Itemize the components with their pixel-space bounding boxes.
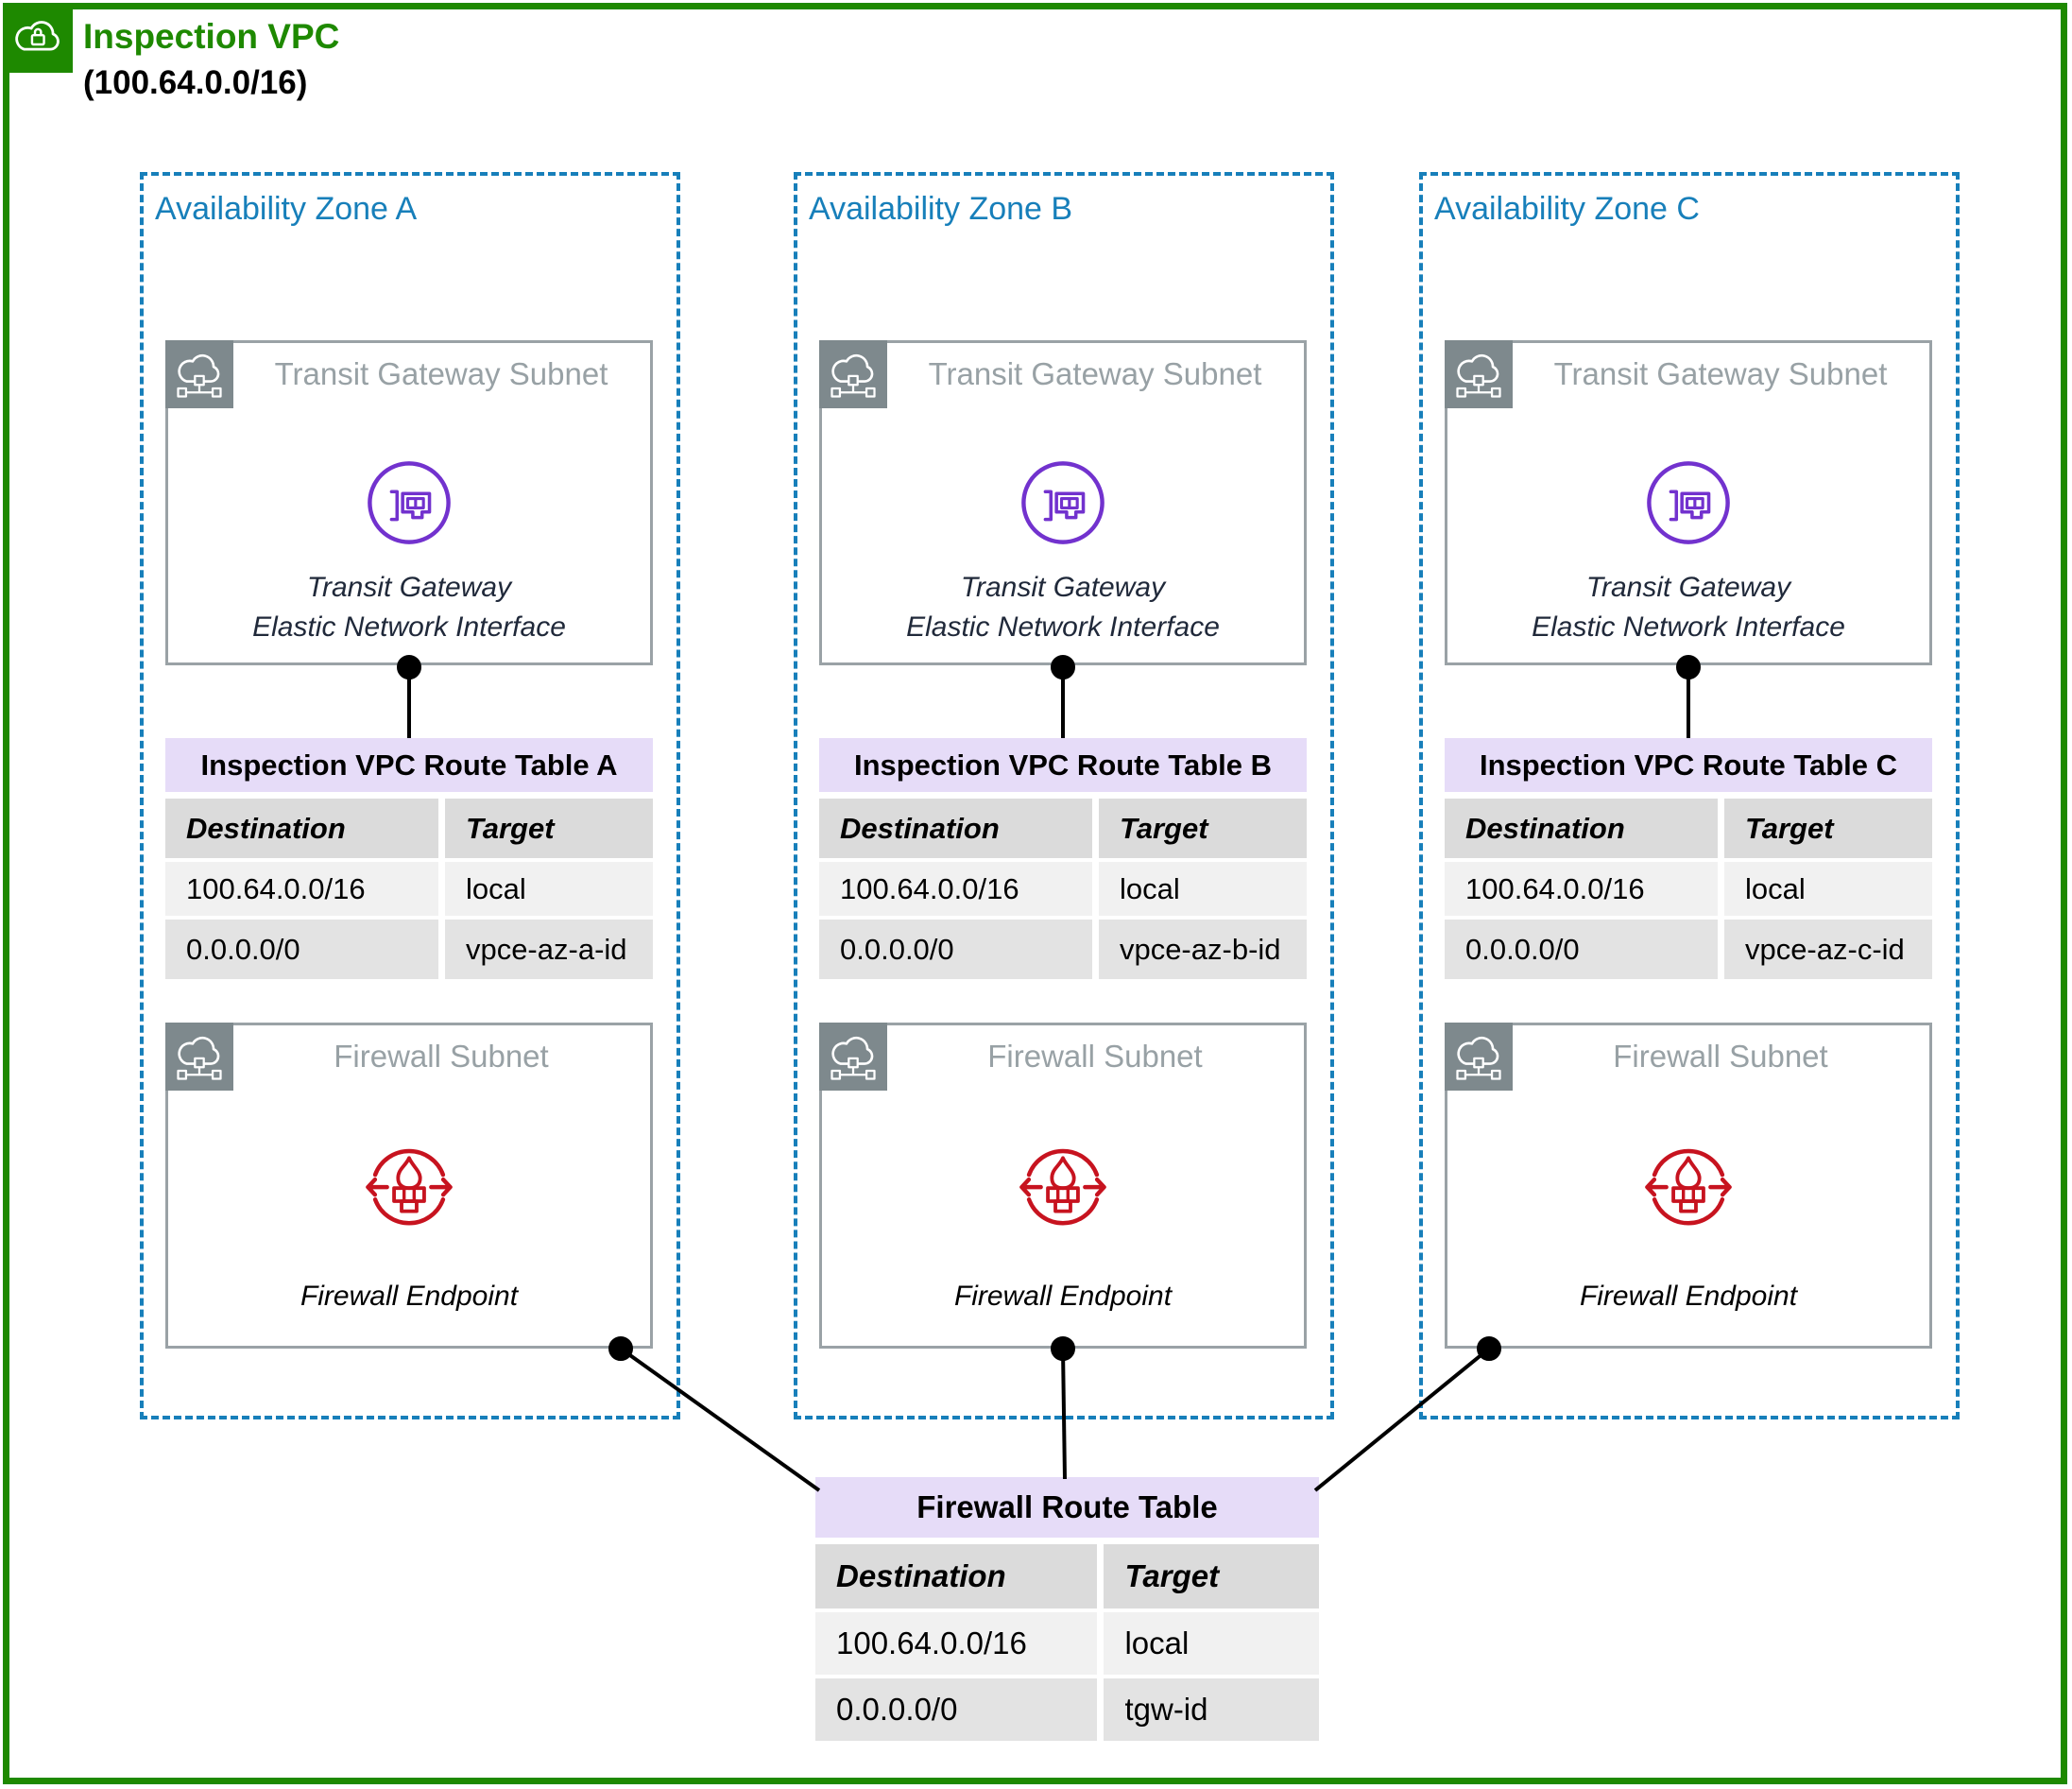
network-firewall-endpoint-icon <box>1640 1137 1737 1233</box>
route-table-title: Inspection VPC Route Table A <box>165 738 653 792</box>
destination-cell: 0.0.0.0/0 <box>815 1678 1098 1741</box>
eni-caption: Transit Gateway Elastic Network Interfac… <box>1532 572 1845 643</box>
column-header: Target <box>1098 799 1307 858</box>
firewall-subnet-box: Firewall Subnet Firewall Endpoint <box>165 1023 653 1349</box>
firewall-subnet-box: Firewall Subnet Firewall Endpoint <box>1445 1023 1932 1349</box>
route-table-title: Inspection VPC Route Table B <box>819 738 1307 792</box>
target-cell: local <box>1104 1612 1319 1675</box>
private-subnet-icon <box>819 340 887 408</box>
availability-zone-a: Availability Zone A Transit Gateway Subn… <box>140 172 680 1419</box>
vpc-boundary <box>3 3 2067 1784</box>
destination-cell: 0.0.0.0/0 <box>1445 920 1718 979</box>
az-label: Availability Zone C <box>1434 191 1700 227</box>
availability-zone-c: Availability Zone C Transit Gateway Subn… <box>1419 172 1960 1419</box>
private-subnet-icon <box>165 1023 233 1091</box>
destination-cell: 0.0.0.0/0 <box>165 920 438 979</box>
column-header: Target <box>1723 799 1932 858</box>
column-header: Destination <box>815 1544 1098 1608</box>
column-header: Target <box>444 799 653 858</box>
table-row: 0.0.0.0/0 tgw-id <box>815 1678 1319 1741</box>
column-header: Destination <box>1445 799 1718 858</box>
subnet-title: Firewall Subnet <box>987 1039 1203 1074</box>
eni-caption: Transit Gateway Elastic Network Interfac… <box>252 572 566 643</box>
transit-gateway-subnet-box: Transit Gateway Subnet Transit Gateway E… <box>819 340 1307 665</box>
elastic-network-interface-icon <box>1019 458 1107 547</box>
route-table-header-row: Destination Target <box>815 1544 1319 1608</box>
az-label: Availability Zone B <box>809 191 1073 227</box>
private-subnet-icon <box>1445 340 1513 408</box>
target-cell: tgw-id <box>1104 1678 1319 1741</box>
destination-cell: 100.64.0.0/16 <box>815 1612 1098 1675</box>
table-row: 0.0.0.0/0 vpce-az-b-id <box>819 920 1307 979</box>
destination-cell: 0.0.0.0/0 <box>819 920 1092 979</box>
table-row: 100.64.0.0/16 local <box>819 862 1307 916</box>
transit-gateway-subnet-box: Transit Gateway Subnet Transit Gateway E… <box>1445 340 1932 665</box>
private-subnet-icon <box>819 1023 887 1091</box>
target-cell: local <box>444 862 653 916</box>
table-row: 100.64.0.0/16 local <box>1445 862 1932 916</box>
target-cell: vpce-az-c-id <box>1723 920 1932 979</box>
column-header: Destination <box>165 799 438 858</box>
eni-caption: Transit Gateway Elastic Network Interfac… <box>906 572 1220 643</box>
target-cell: vpce-az-b-id <box>1098 920 1307 979</box>
availability-zone-b: Availability Zone B Transit Gateway Subn… <box>794 172 1334 1419</box>
vpc-cidr: (100.64.0.0/16) <box>83 64 308 101</box>
table-row: 0.0.0.0/0 vpce-az-a-id <box>165 920 653 979</box>
route-table-header-row: Destination Target <box>165 799 653 858</box>
vpc-title: Inspection VPC <box>83 17 340 56</box>
firewall-endpoint-caption: Firewall Endpoint <box>1579 1281 1798 1312</box>
table-row: 100.64.0.0/16 local <box>815 1612 1319 1675</box>
az-label: Availability Zone A <box>155 191 418 227</box>
network-firewall-endpoint-icon <box>1015 1137 1111 1233</box>
firewall-subnet-box: Firewall Subnet Firewall Endpoint <box>819 1023 1307 1349</box>
column-header: Target <box>1104 1544 1319 1608</box>
target-cell: local <box>1723 862 1932 916</box>
target-cell: local <box>1098 862 1307 916</box>
route-table-header-row: Destination Target <box>1445 799 1932 858</box>
table-row: 0.0.0.0/0 vpce-az-c-id <box>1445 920 1932 979</box>
firewall-endpoint-caption: Firewall Endpoint <box>953 1281 1173 1312</box>
route-table-header-row: Destination Target <box>819 799 1307 858</box>
destination-cell: 100.64.0.0/16 <box>165 862 438 916</box>
subnet-title: Transit Gateway Subnet <box>928 356 1262 391</box>
subnet-title: Transit Gateway Subnet <box>1553 356 1888 391</box>
elastic-network-interface-icon <box>1644 458 1733 547</box>
inspection-vpc-route-table: Inspection VPC Route Table C Destination… <box>1445 738 1932 983</box>
destination-cell: 100.64.0.0/16 <box>819 862 1092 916</box>
table-row: 100.64.0.0/16 local <box>165 862 653 916</box>
vpc-lock-cloud-icon <box>3 3 73 73</box>
private-subnet-icon <box>165 340 233 408</box>
firewall-route-table: Firewall Route Table Destination Target … <box>815 1477 1319 1745</box>
route-table-title: Firewall Route Table <box>815 1477 1319 1538</box>
subnet-title: Firewall Subnet <box>1613 1039 1828 1074</box>
destination-cell: 100.64.0.0/16 <box>1445 862 1718 916</box>
route-table-title: Inspection VPC Route Table C <box>1445 738 1932 792</box>
transit-gateway-subnet-box: Transit Gateway Subnet Transit Gateway E… <box>165 340 653 665</box>
firewall-endpoint-caption: Firewall Endpoint <box>300 1281 519 1312</box>
subnet-title: Transit Gateway Subnet <box>274 356 608 391</box>
target-cell: vpce-az-a-id <box>444 920 653 979</box>
inspection-vpc-route-table: Inspection VPC Route Table B Destination… <box>819 738 1307 983</box>
subnet-title: Firewall Subnet <box>334 1039 549 1074</box>
network-firewall-endpoint-icon <box>361 1137 457 1233</box>
private-subnet-icon <box>1445 1023 1513 1091</box>
elastic-network-interface-icon <box>365 458 454 547</box>
column-header: Destination <box>819 799 1092 858</box>
inspection-vpc-route-table: Inspection VPC Route Table A Destination… <box>165 738 653 983</box>
